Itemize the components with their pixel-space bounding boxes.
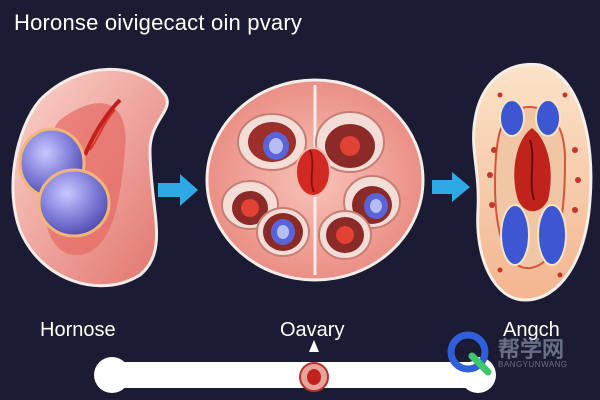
watermark-subtitle: BANGYUNWANG (498, 360, 568, 369)
arrow-right-icon (432, 172, 470, 202)
left-organ-illustration (11, 67, 169, 288)
watermark-brand: 帮学网 (498, 338, 565, 363)
label-right-stage: Angch (503, 319, 560, 341)
label-middle-stage: Oavary (280, 319, 345, 341)
watermark-logo-icon (447, 331, 492, 376)
diagram-title: Horonse oivigecact oin pvary (14, 10, 303, 35)
timeline-pointer-icon (309, 340, 319, 352)
timeline-bar (94, 340, 496, 393)
left-lower-follicle (37, 168, 111, 238)
label-left-stage: Hornose (40, 319, 116, 341)
watermark: 帮学网 BANGYUNWANG (446, 330, 596, 376)
right-organ-illustration (472, 62, 593, 302)
middle-ovary-illustration (205, 78, 425, 282)
arrow-right-icon (158, 174, 198, 206)
